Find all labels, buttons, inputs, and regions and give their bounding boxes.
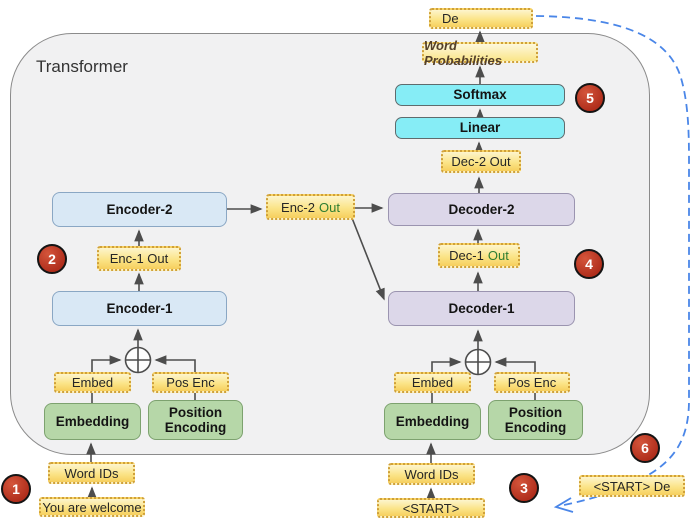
word-probabilities-label: Word Probabilities (422, 38, 538, 68)
encoder1-box: Encoder-1 (52, 291, 227, 326)
position-encoding-box-decoder: Position Encoding (488, 400, 583, 440)
step-badge-2: 2 (37, 244, 67, 274)
input-sentence-label: You are welcome (39, 497, 145, 517)
step-badge-5: 5 (575, 83, 605, 113)
decoder1-box: Decoder-1 (388, 291, 575, 326)
softmax-box: Softmax (395, 84, 565, 106)
dec1-out-label: Dec-1 Out (438, 243, 520, 268)
word-ids-label-decoder: Word IDs (388, 463, 475, 485)
step-badge-1: 1 (1, 474, 31, 504)
step-badge-4: 4 (574, 249, 604, 279)
step-badge-6: 6 (630, 433, 660, 463)
pos-enc-label-decoder: Pos Enc (494, 372, 570, 393)
embed-label-decoder: Embed (394, 372, 471, 393)
embedding-box-encoder: Embedding (44, 403, 141, 440)
embed-label-encoder: Embed (54, 372, 131, 393)
dec2-out-label: Dec-2 Out (441, 150, 521, 173)
decoder2-box: Decoder-2 (388, 193, 575, 226)
linear-box: Linear (395, 117, 565, 139)
position-encoding-box-encoder: Position Encoding (148, 400, 243, 440)
step-badge-3: 3 (509, 473, 539, 503)
diagram-title: Transformer (36, 57, 128, 76)
feedback-input-label: <START> De (579, 475, 685, 497)
pos-enc-label-encoder: Pos Enc (152, 372, 229, 393)
enc1-out-label: Enc-1 Out (97, 246, 181, 271)
embedding-box-decoder: Embedding (384, 403, 481, 440)
enc2-out-label: Enc-2 Out (266, 194, 355, 220)
output-token-label: De (429, 8, 533, 29)
word-ids-label-encoder: Word IDs (48, 462, 135, 484)
start-token-label: <START> (377, 498, 485, 518)
encoder2-box: Encoder-2 (52, 192, 227, 227)
